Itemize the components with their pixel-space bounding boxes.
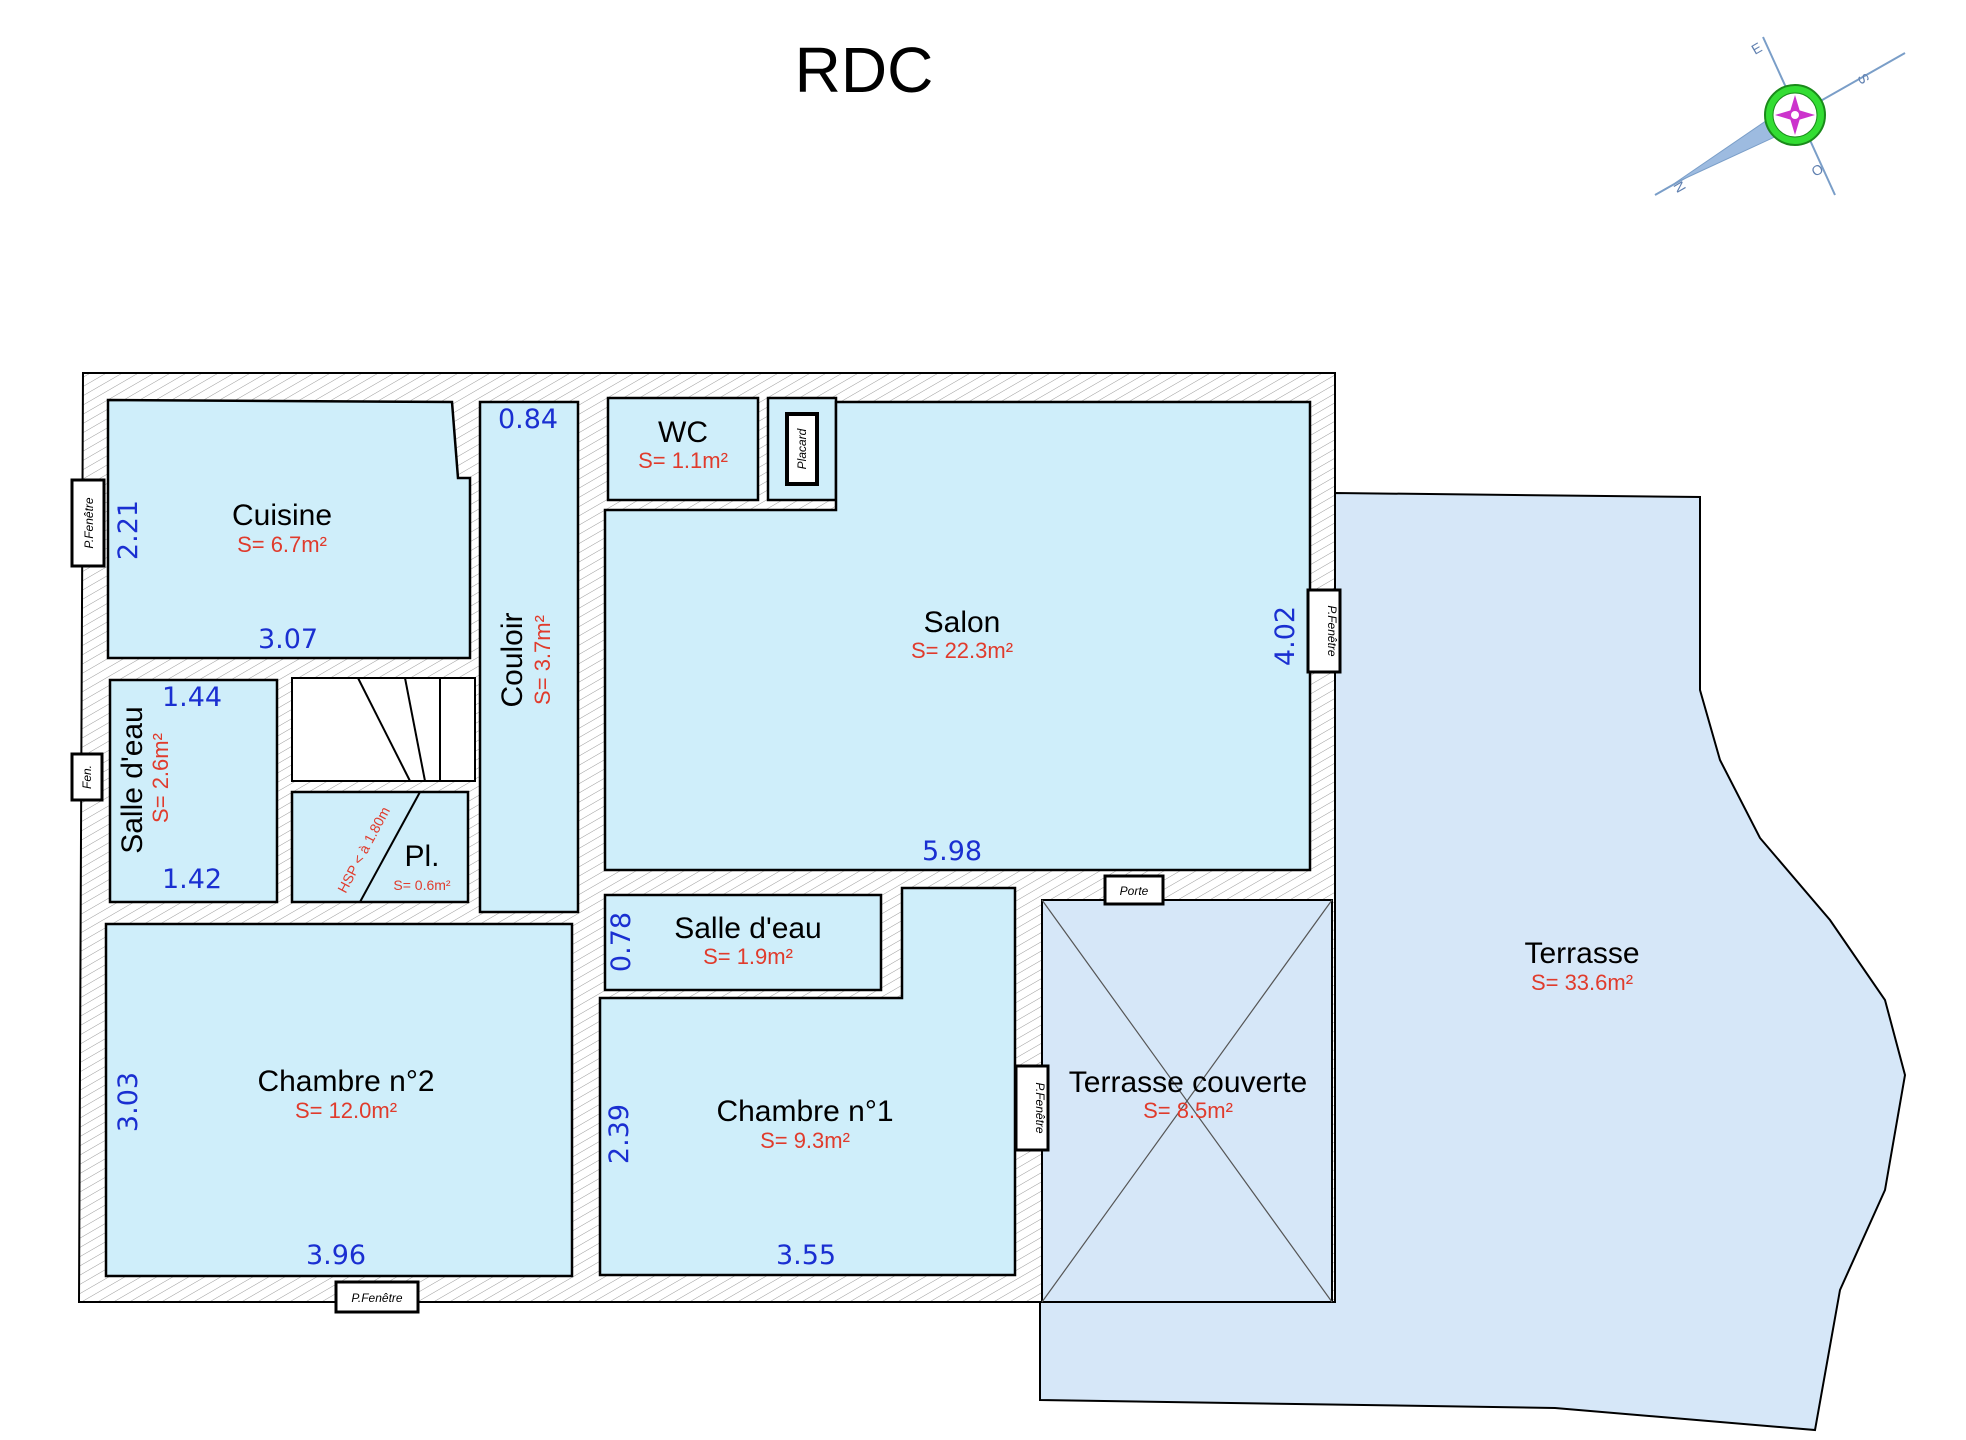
window-pfenetre-cuisine-label: P.Fenêtre [82,497,96,548]
terrasse-couverte-name: Terrasse couverte [1069,1066,1307,1099]
salon-area: S= 22.3m² [911,638,1013,663]
chambre-1-name: Chambre n°1 [716,1095,893,1128]
salle-eau-1-name: Salle d'eau [116,706,149,854]
placard-pl-area: S= 0.6m² [393,877,451,893]
room-couloir [478,400,580,914]
salle-eau-2-dim-v: 0.78 [606,912,637,972]
salle-eau-1-dim-bottom: 1.42 [162,864,222,895]
window-pfenetre-chambre-2 [334,1280,420,1314]
room-terrasse [1039,491,1907,1432]
chambre-2-area: S= 12.0m² [295,1098,397,1123]
window-pfenetre-chambre-1 [1014,1064,1050,1152]
window-fen-label: Fen. [80,765,94,789]
compass-letter-e: E [1749,39,1765,58]
chambre-2-dim-v: 3.03 [113,1072,144,1132]
cuisine-dim-v: 2.21 [113,500,144,560]
compass-letter-n: N [1670,179,1689,196]
chambre-1-area: S= 9.3m² [760,1128,850,1153]
cuisine-name: Cuisine [232,499,332,532]
room-cuisine [106,398,472,660]
window-pfenetre-cuisine [70,478,106,568]
couloir-dim-h: 0.84 [498,404,558,435]
salon-dim-h: 5.98 [922,836,982,867]
wc-name: WC [658,416,708,449]
room-chambre-1 [598,886,1017,1277]
compass-icon: E S N O [1654,36,1906,196]
chambre-2-name: Chambre n°2 [257,1065,434,1098]
couloir-name: Couloir [496,612,529,707]
terrasse-area: S= 33.6m² [1531,970,1633,995]
compass-letter-o: O [1809,160,1827,179]
placard-pl-name: Pl. [404,840,439,873]
chambre-1-dim-h: 3.55 [776,1240,836,1271]
couloir-area: S= 3.7m² [530,615,555,705]
cuisine-area: S= 6.7m² [237,532,327,557]
room-salle-eau-1 [108,678,279,904]
door-porte-salon [1103,874,1165,906]
window-pfenetre-chambre-1-label: P.Fenêtre [1033,1082,1047,1133]
window-pfenetre-salon-label: P.Fenêtre [1325,605,1339,656]
plan-title: RDC [795,34,934,106]
chambre-2-dim-h: 3.96 [306,1240,366,1271]
placard-box [785,412,819,486]
salle-eau-2-area: S= 1.9m² [703,944,793,969]
salon-name: Salon [924,606,1001,639]
room-chambre-2 [104,922,574,1278]
wc-area: S= 1.1m² [638,448,728,473]
cuisine-dim-h: 3.07 [258,624,318,655]
window-pfenetre-salon [1306,588,1342,674]
terrasse-couverte-area: S= 8.5m² [1143,1098,1233,1123]
terrasse-name: Terrasse [1524,937,1639,970]
salle-eau-2-name: Salle d'eau [674,912,822,945]
salle-eau-1-area: S= 2.6m² [148,733,173,823]
compass-letter-s: S [1854,71,1873,87]
window-fen-salle-eau [70,752,104,802]
salle-eau-1-dim-top: 1.44 [162,682,222,713]
room-salon [603,400,1312,872]
window-pfenetre-chambre-2-label: P.Fenêtre [351,1291,402,1305]
placard-label: Placard [795,428,809,469]
salon-dim-v: 4.02 [1270,606,1301,666]
room-wc [606,396,760,502]
room-salle-eau-2 [603,893,883,992]
door-porte-label: Porte [1120,884,1149,898]
chambre-1-dim-v: 2.39 [604,1104,635,1164]
room-placard-pl [290,790,470,904]
